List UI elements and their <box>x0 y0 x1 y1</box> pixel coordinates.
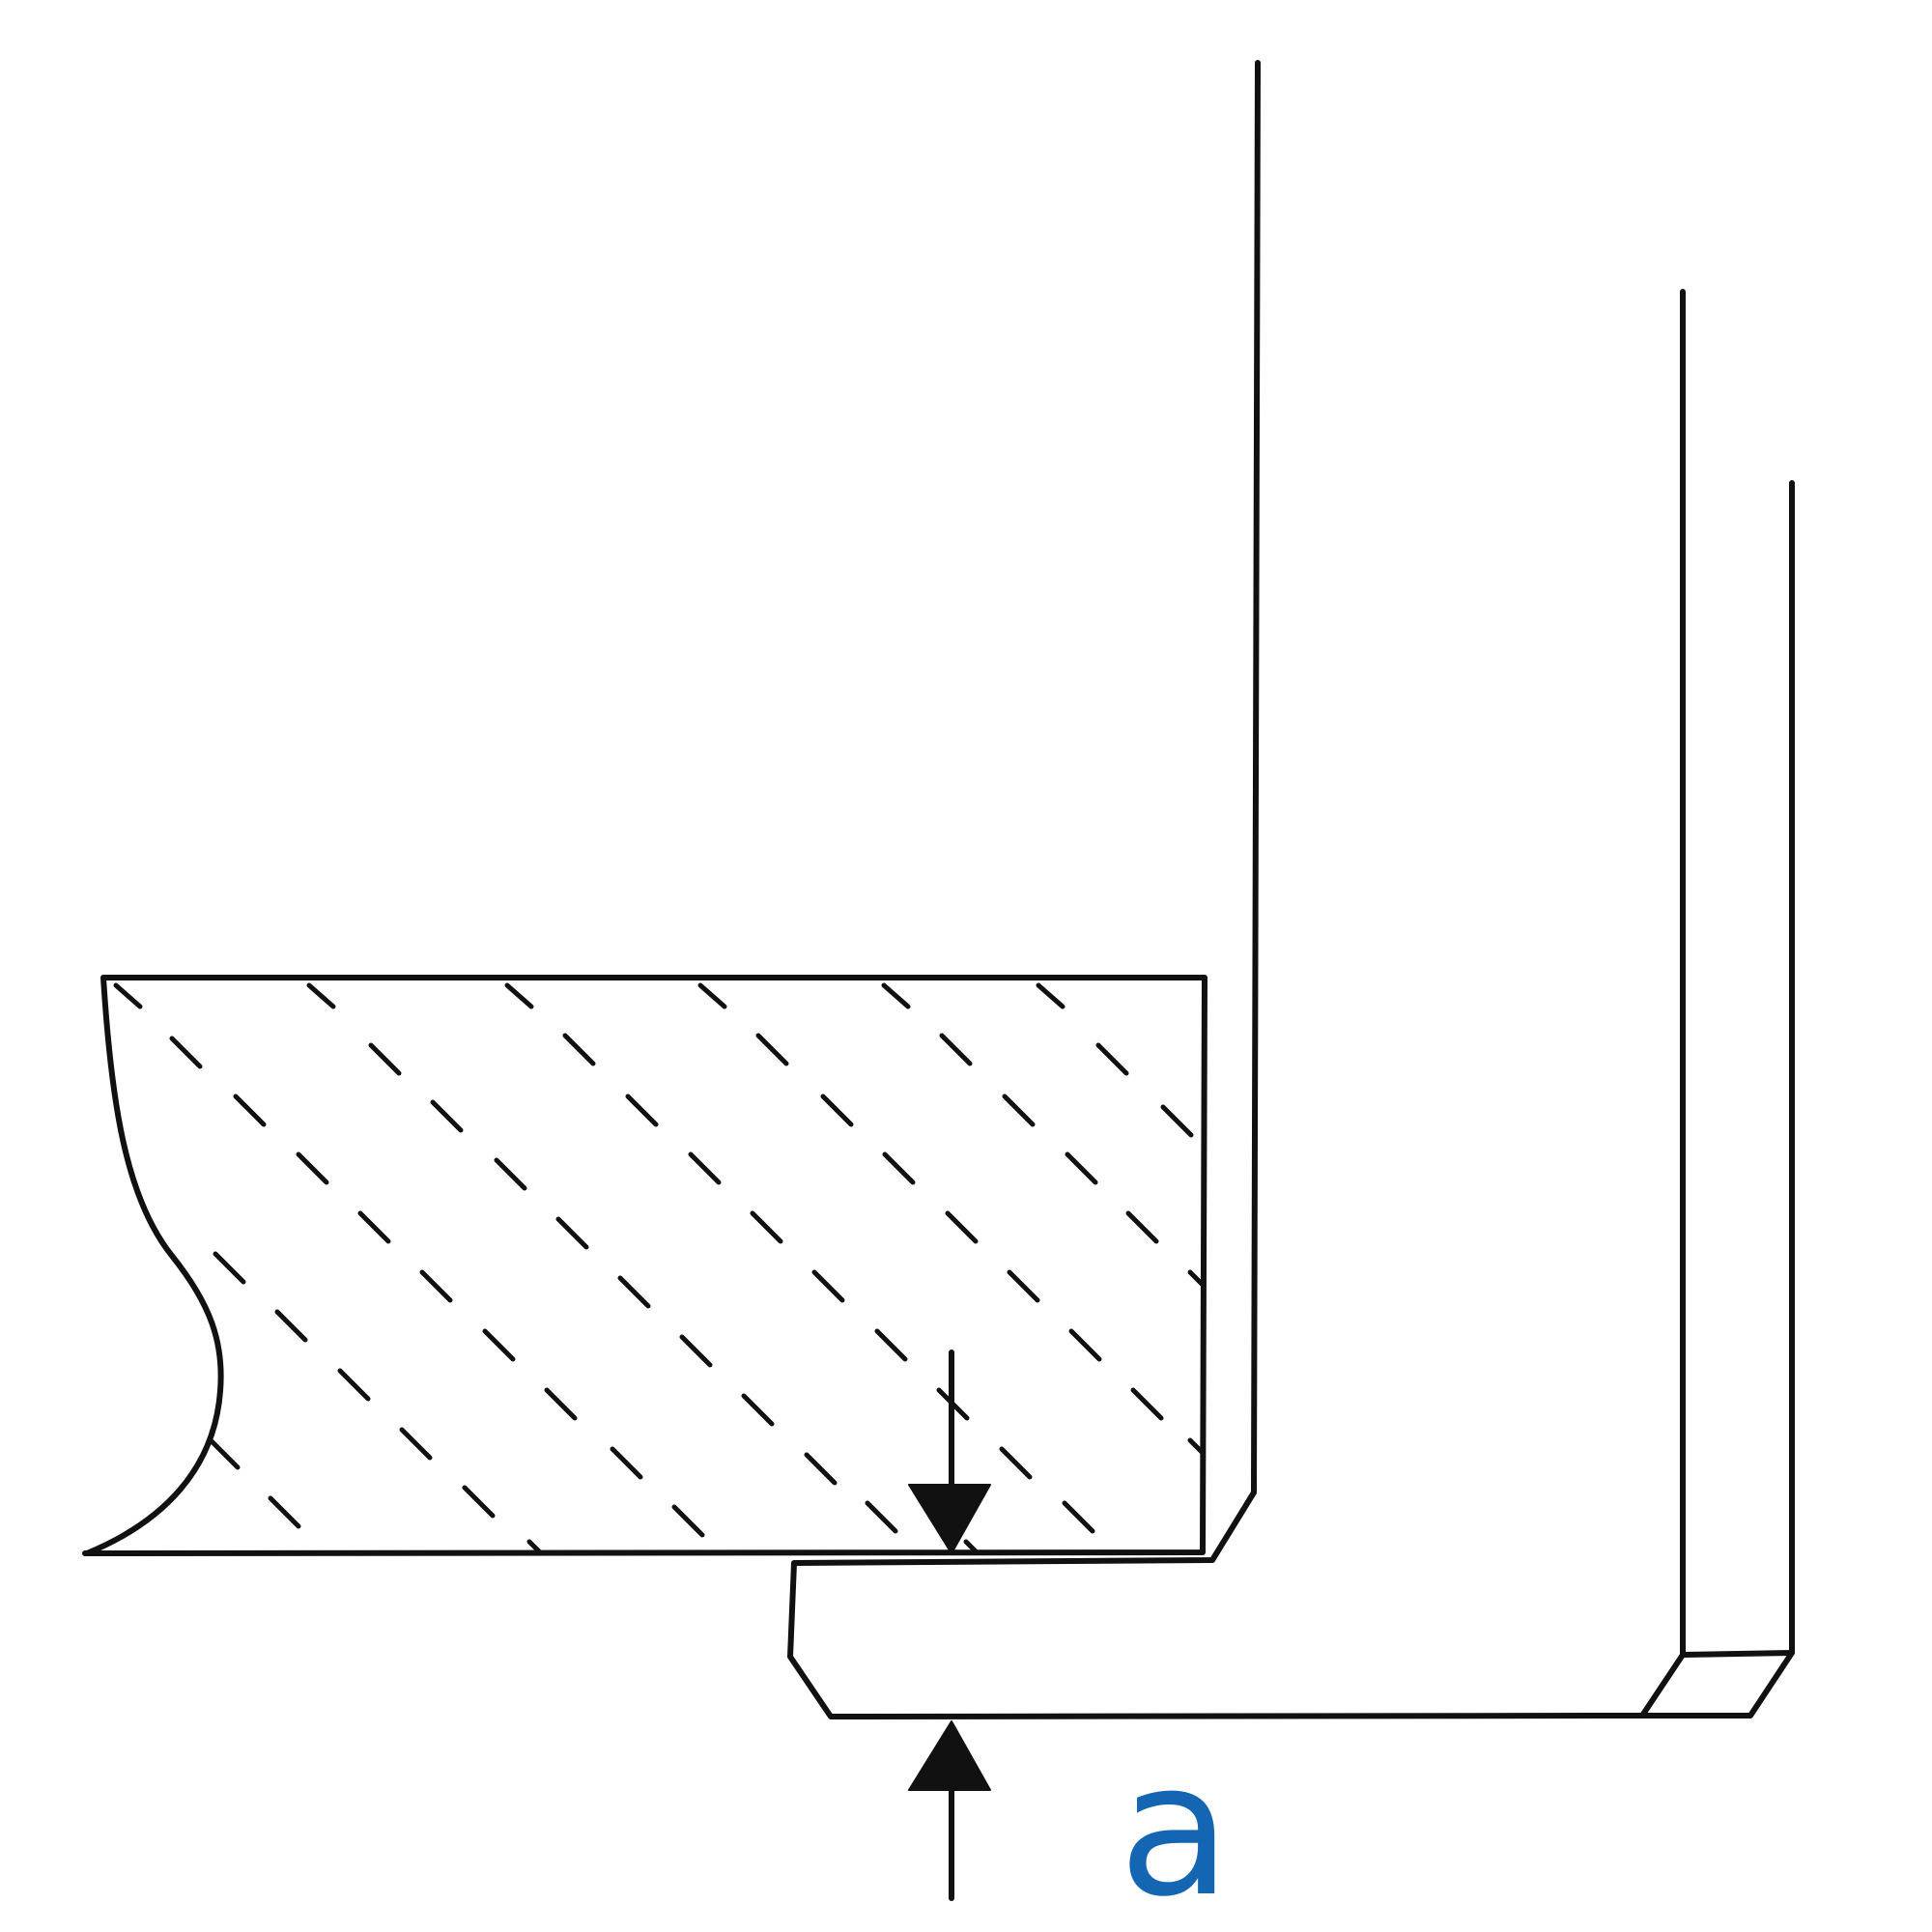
fixture-inner-wall <box>787 60 1686 1719</box>
fixture <box>787 60 1795 1719</box>
dimension-label-a: a <box>1119 1723 1231 1932</box>
fixture-outer-wall <box>1639 480 1795 1719</box>
dimension-arrow-up <box>908 1720 991 1791</box>
dimension-a: a <box>908 1350 1231 1932</box>
workpiece-hatching <box>113 982 1206 1554</box>
workpiece-outline <box>82 975 1208 1556</box>
workpiece <box>82 975 1208 1556</box>
dimension-arrow-down <box>908 1484 991 1554</box>
